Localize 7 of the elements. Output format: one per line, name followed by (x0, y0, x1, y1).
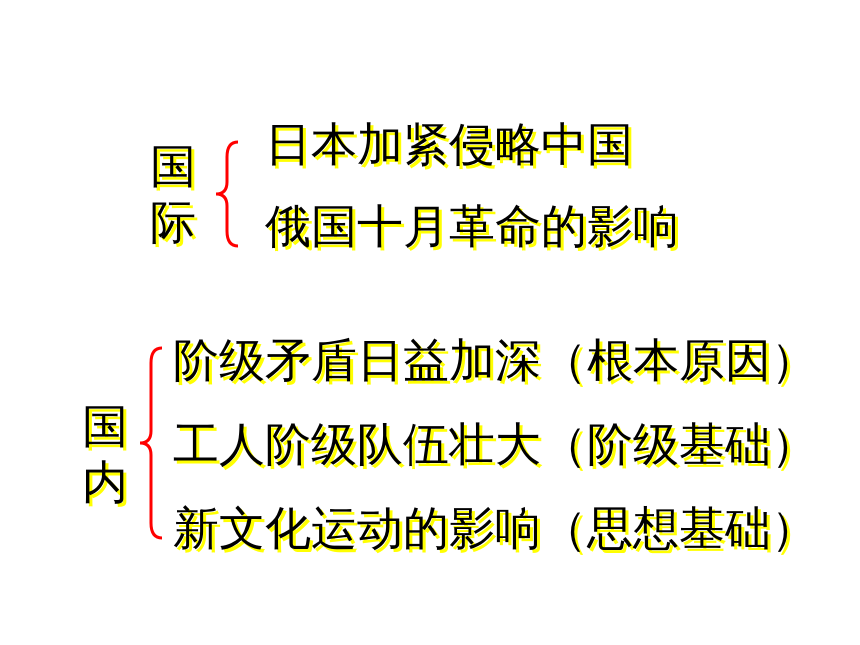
item-text: 新文化运动的影响（思想基础） (173, 502, 817, 554)
item-text: 阶级矛盾日益加深（根本原因） (173, 334, 817, 386)
heading-label: 国际 (149, 138, 197, 250)
heading-label: 国内 (81, 398, 129, 510)
item-text: 俄国十月革命的影响 (265, 200, 679, 252)
item-text: 日本加紧侵略中国 (265, 118, 633, 170)
item-text: 工人阶级队伍壮大（阶级基础） (173, 418, 817, 470)
